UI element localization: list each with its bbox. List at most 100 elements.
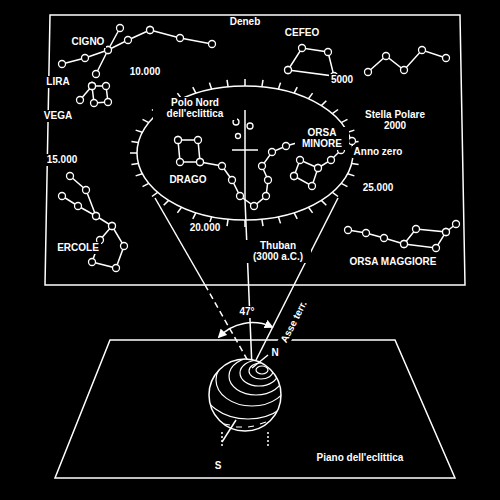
star bbox=[283, 143, 290, 150]
star bbox=[413, 226, 420, 233]
star bbox=[401, 241, 408, 248]
plane-label: Piano dell'eclittica bbox=[315, 452, 406, 464]
star bbox=[67, 173, 74, 180]
year-tick bbox=[341, 183, 347, 186]
year-tick bbox=[244, 79, 246, 86]
year-tick bbox=[131, 141, 138, 142]
year-number: 10.000 bbox=[128, 66, 163, 78]
star bbox=[109, 223, 116, 230]
star bbox=[89, 259, 96, 266]
star bbox=[177, 35, 184, 42]
star bbox=[83, 187, 90, 194]
star bbox=[433, 245, 440, 252]
star bbox=[77, 97, 84, 104]
star bbox=[147, 27, 154, 34]
star bbox=[219, 163, 226, 170]
star bbox=[197, 159, 204, 166]
star bbox=[443, 229, 450, 236]
cygnus bbox=[62, 30, 150, 64]
star bbox=[291, 173, 298, 180]
earth-axis bbox=[222, 420, 236, 442]
star bbox=[443, 229, 450, 236]
star bbox=[147, 27, 154, 34]
year-number: 5000 bbox=[329, 74, 355, 86]
year-number: 15.000 bbox=[45, 154, 80, 166]
sky-plane bbox=[45, 15, 465, 285]
cygnus bbox=[96, 28, 120, 74]
star bbox=[125, 37, 132, 44]
ecliptic-plane bbox=[55, 340, 455, 478]
star bbox=[443, 55, 450, 62]
star bbox=[345, 227, 352, 234]
star bbox=[109, 223, 116, 230]
star bbox=[315, 165, 322, 172]
year-number: 20.000 bbox=[188, 222, 223, 234]
star bbox=[209, 41, 216, 48]
star bbox=[237, 193, 244, 200]
star bbox=[285, 67, 292, 74]
star bbox=[175, 137, 182, 144]
star bbox=[401, 241, 408, 248]
year-number: Anno zero bbox=[352, 146, 405, 158]
angle-arc bbox=[219, 323, 272, 337]
constellation-name: DRAGO bbox=[167, 174, 208, 186]
axis-label: Asse terr. bbox=[278, 297, 311, 346]
year-tick bbox=[177, 207, 181, 213]
year-tick bbox=[143, 183, 149, 186]
star-name: VEGA bbox=[42, 110, 74, 122]
star bbox=[309, 183, 316, 190]
globe-base bbox=[267, 432, 269, 446]
cygnus bbox=[150, 30, 212, 44]
constellation-name: LIRA bbox=[44, 76, 71, 88]
year-tick bbox=[294, 213, 297, 219]
star bbox=[103, 83, 110, 90]
year-tick bbox=[332, 110, 338, 114]
year-tick bbox=[348, 174, 355, 176]
pole-label: Polo Nord dell'eclittica bbox=[153, 97, 237, 120]
year-tick bbox=[227, 219, 228, 226]
star bbox=[251, 203, 258, 210]
stars bbox=[59, 25, 460, 272]
year-tick bbox=[278, 83, 280, 90]
star bbox=[229, 177, 236, 184]
star bbox=[453, 221, 460, 228]
star bbox=[117, 25, 124, 32]
star bbox=[59, 61, 66, 68]
earth-axis bbox=[252, 198, 338, 368]
star bbox=[315, 165, 322, 172]
year-number: 25.000 bbox=[361, 182, 396, 194]
pole-cross bbox=[232, 149, 258, 151]
year-tick bbox=[321, 101, 326, 106]
year-tick bbox=[131, 163, 138, 164]
star bbox=[105, 99, 112, 106]
year-tick bbox=[130, 152, 137, 154]
precession-circle bbox=[137, 86, 353, 220]
star bbox=[383, 53, 390, 60]
star-name: Stella Polare 2000 bbox=[356, 109, 435, 132]
year-tick bbox=[262, 219, 263, 226]
star bbox=[381, 235, 388, 242]
pole-cross bbox=[244, 110, 246, 200]
star bbox=[59, 193, 66, 200]
star bbox=[263, 193, 270, 200]
star bbox=[93, 213, 100, 220]
star bbox=[259, 163, 266, 170]
constellation-name: ORSA MINORE bbox=[295, 127, 349, 150]
star bbox=[325, 49, 332, 56]
year-tick bbox=[209, 83, 211, 90]
year-tick bbox=[308, 207, 312, 213]
star bbox=[175, 137, 182, 144]
star bbox=[419, 47, 426, 54]
year-tick bbox=[143, 119, 149, 122]
ursa-major bbox=[348, 229, 446, 248]
star bbox=[75, 203, 82, 210]
star bbox=[285, 67, 292, 74]
cone-line-dashed bbox=[205, 285, 252, 368]
year-tick bbox=[321, 200, 326, 205]
cepheus bbox=[288, 48, 334, 76]
star bbox=[113, 265, 120, 272]
year-tick bbox=[278, 217, 280, 224]
star bbox=[121, 243, 128, 250]
year-tick bbox=[193, 87, 196, 93]
